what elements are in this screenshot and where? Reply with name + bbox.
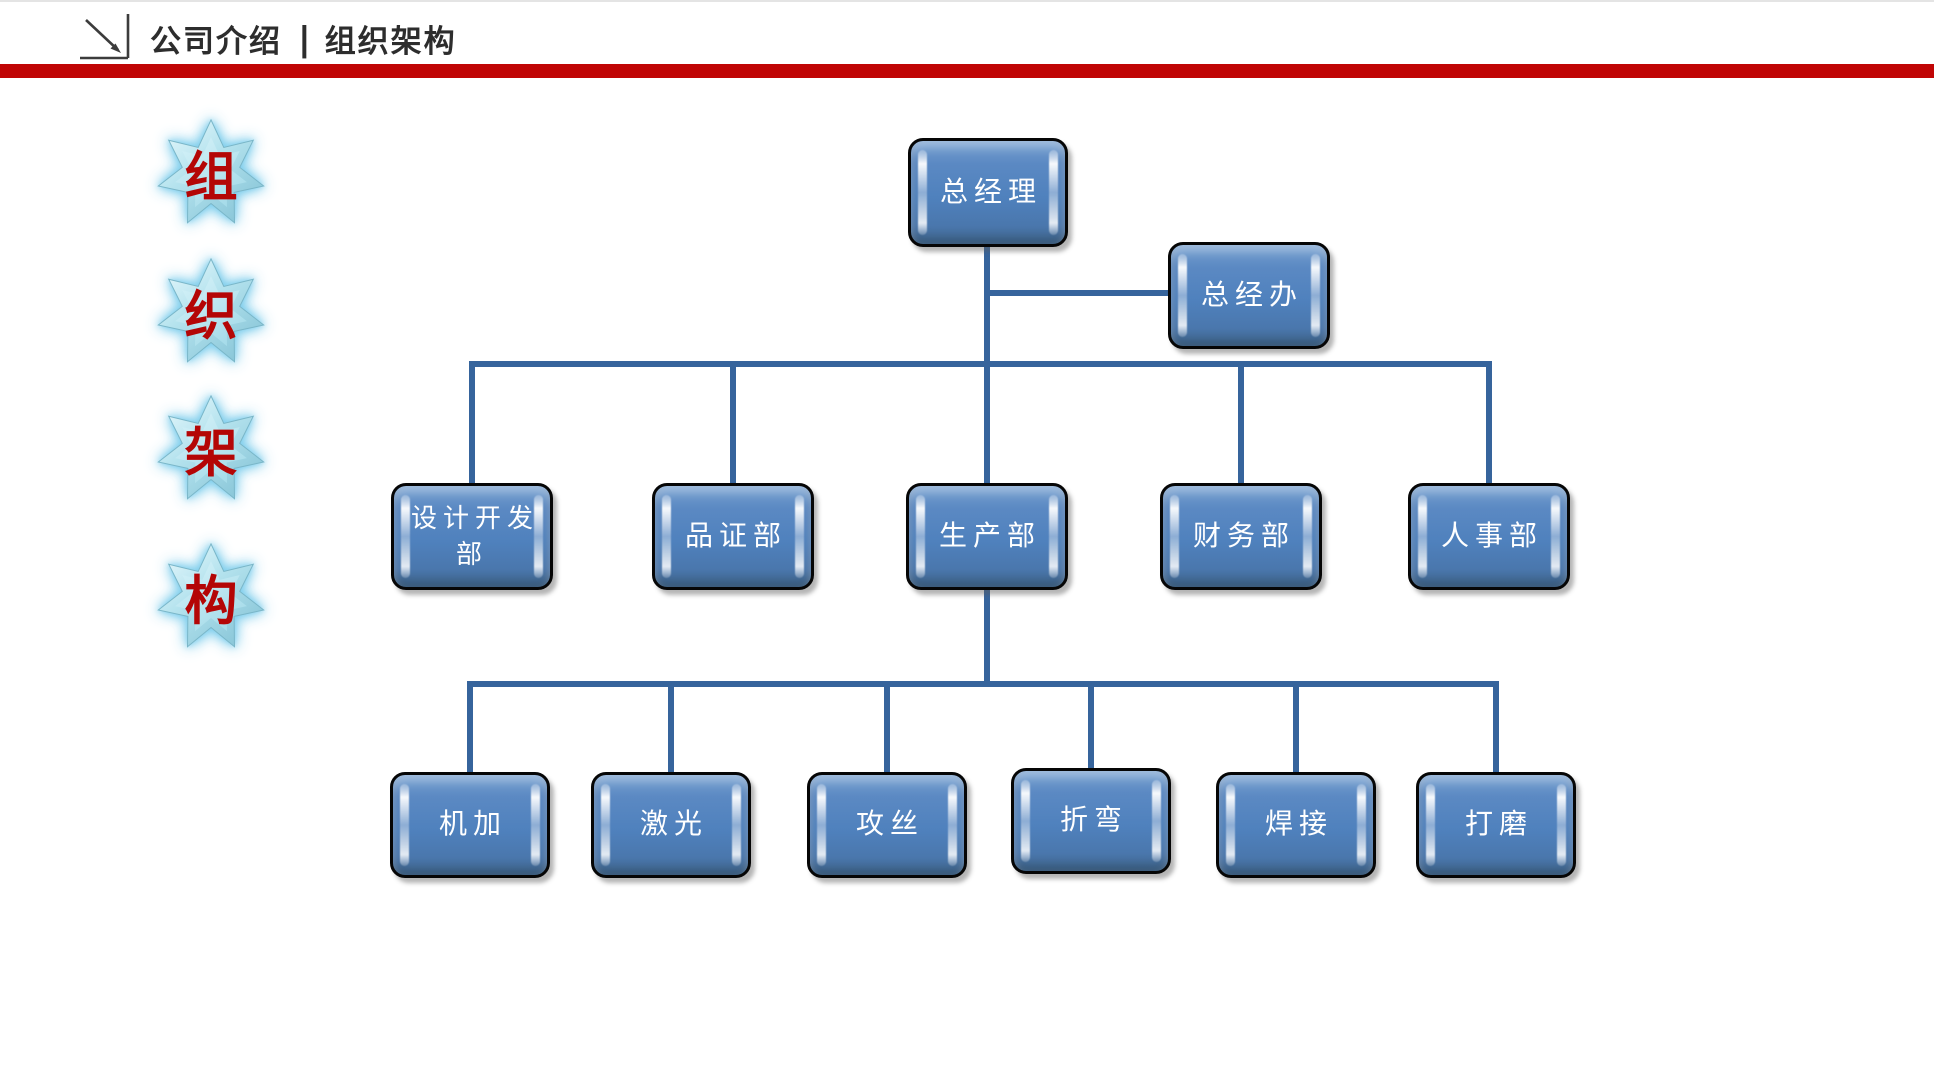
node-label: 激光 xyxy=(639,809,708,841)
org-node-grinding[interactable]: 打磨 xyxy=(1416,772,1576,878)
org-node-laser[interactable]: 激光 xyxy=(591,772,751,878)
node-label: 生产部 xyxy=(938,520,1041,552)
org-node-welding[interactable]: 焊接 xyxy=(1216,772,1376,878)
accent-bar xyxy=(0,64,1934,78)
node-label: 总经办 xyxy=(1200,279,1303,311)
node-label: 折弯 xyxy=(1059,805,1128,837)
corner-arrow-icon xyxy=(80,14,130,60)
org-node-hr-dept[interactable]: 人事部 xyxy=(1408,483,1570,590)
node-label: 打磨 xyxy=(1464,809,1533,841)
org-node-production-dept[interactable]: 生产部 xyxy=(906,483,1068,590)
org-node-gm-office[interactable]: 总经办 xyxy=(1168,242,1330,349)
star-badge-1[interactable]: 组 xyxy=(152,113,270,231)
badge-character: 组 xyxy=(184,149,238,207)
badge-character: 织 xyxy=(184,288,238,346)
star-icon xyxy=(157,257,265,363)
org-node-tapping[interactable]: 攻丝 xyxy=(807,772,967,878)
badge-character: 构 xyxy=(184,573,238,631)
badge-character: 架 xyxy=(184,425,238,483)
star-icon xyxy=(157,394,265,500)
node-label: 总经理 xyxy=(939,176,1042,208)
org-node-bending[interactable]: 折弯 xyxy=(1011,768,1171,874)
star-icon xyxy=(157,118,265,224)
star-badge-2[interactable]: 织 xyxy=(152,252,270,370)
node-label: 攻丝 xyxy=(855,809,924,841)
page-title-right: 组织架构 xyxy=(324,24,457,59)
page-title-left: 公司介绍 xyxy=(150,24,282,59)
node-label: 设计开发部 xyxy=(410,504,539,569)
org-node-general-manager[interactable]: 总经理 xyxy=(908,138,1068,247)
star-badge-4[interactable]: 构 xyxy=(152,537,270,655)
node-label: 机加 xyxy=(438,809,507,841)
page-title: 公司介绍 | 组织架构 xyxy=(150,16,457,61)
org-node-design-dev-dept[interactable]: 设计开发部 xyxy=(391,483,553,590)
slide-top-edge xyxy=(0,0,1934,2)
node-label: 焊接 xyxy=(1264,809,1333,841)
org-node-quality-dept[interactable]: 品证部 xyxy=(652,483,814,590)
star-badge-3[interactable]: 架 xyxy=(152,389,270,507)
node-label: 品证部 xyxy=(684,520,787,552)
org-node-machining[interactable]: 机加 xyxy=(390,772,550,878)
node-label: 人事部 xyxy=(1440,520,1543,552)
org-node-finance-dept[interactable]: 财务部 xyxy=(1160,483,1322,590)
node-label: 财务部 xyxy=(1192,520,1295,552)
star-icon xyxy=(157,542,265,648)
title-separator: | xyxy=(300,17,311,59)
